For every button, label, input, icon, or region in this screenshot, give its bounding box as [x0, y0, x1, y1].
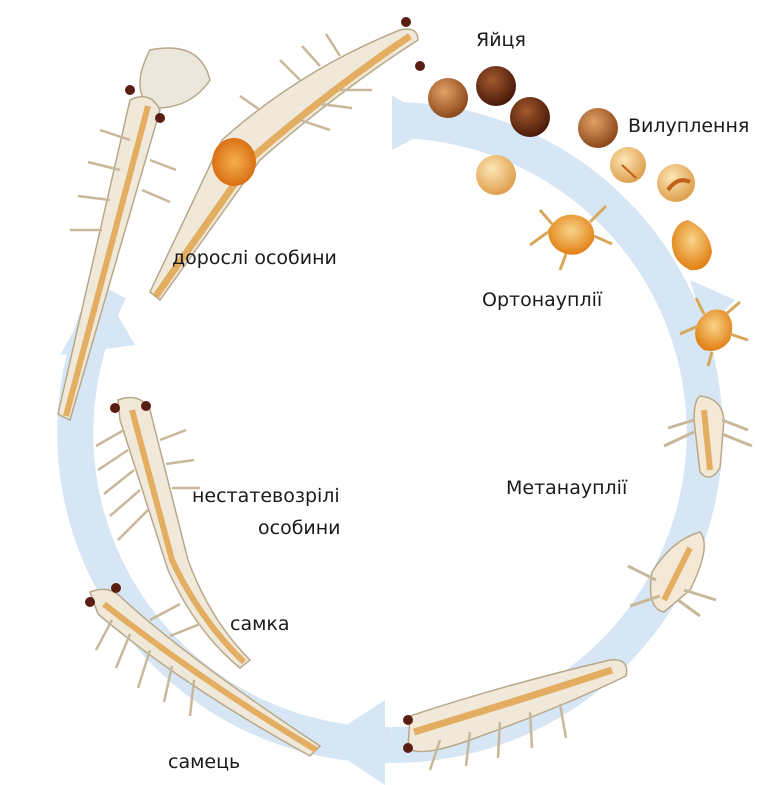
- label-male: самець: [168, 750, 240, 774]
- cycle-ring: [392, 120, 705, 745]
- label-orthonauplii: Ортонауплії: [482, 288, 602, 312]
- juvenile-shrimp-icon: [403, 660, 627, 770]
- label-female: самка: [230, 612, 290, 636]
- label-hatching: Вилуплення: [628, 114, 749, 138]
- label-metanauplii: Метанауплії: [506, 476, 627, 500]
- arrow-head-bottom: [320, 700, 385, 785]
- label-juvenile-line2: особини: [258, 516, 341, 540]
- label-adults: дорослі особини: [172, 246, 337, 270]
- adult-shrimp-icon: [58, 17, 425, 420]
- label-eggs: Яйця: [476, 28, 526, 52]
- cycle-ring-left: [75, 290, 392, 745]
- label-juvenile-line1: нестатевозрілі: [192, 484, 340, 508]
